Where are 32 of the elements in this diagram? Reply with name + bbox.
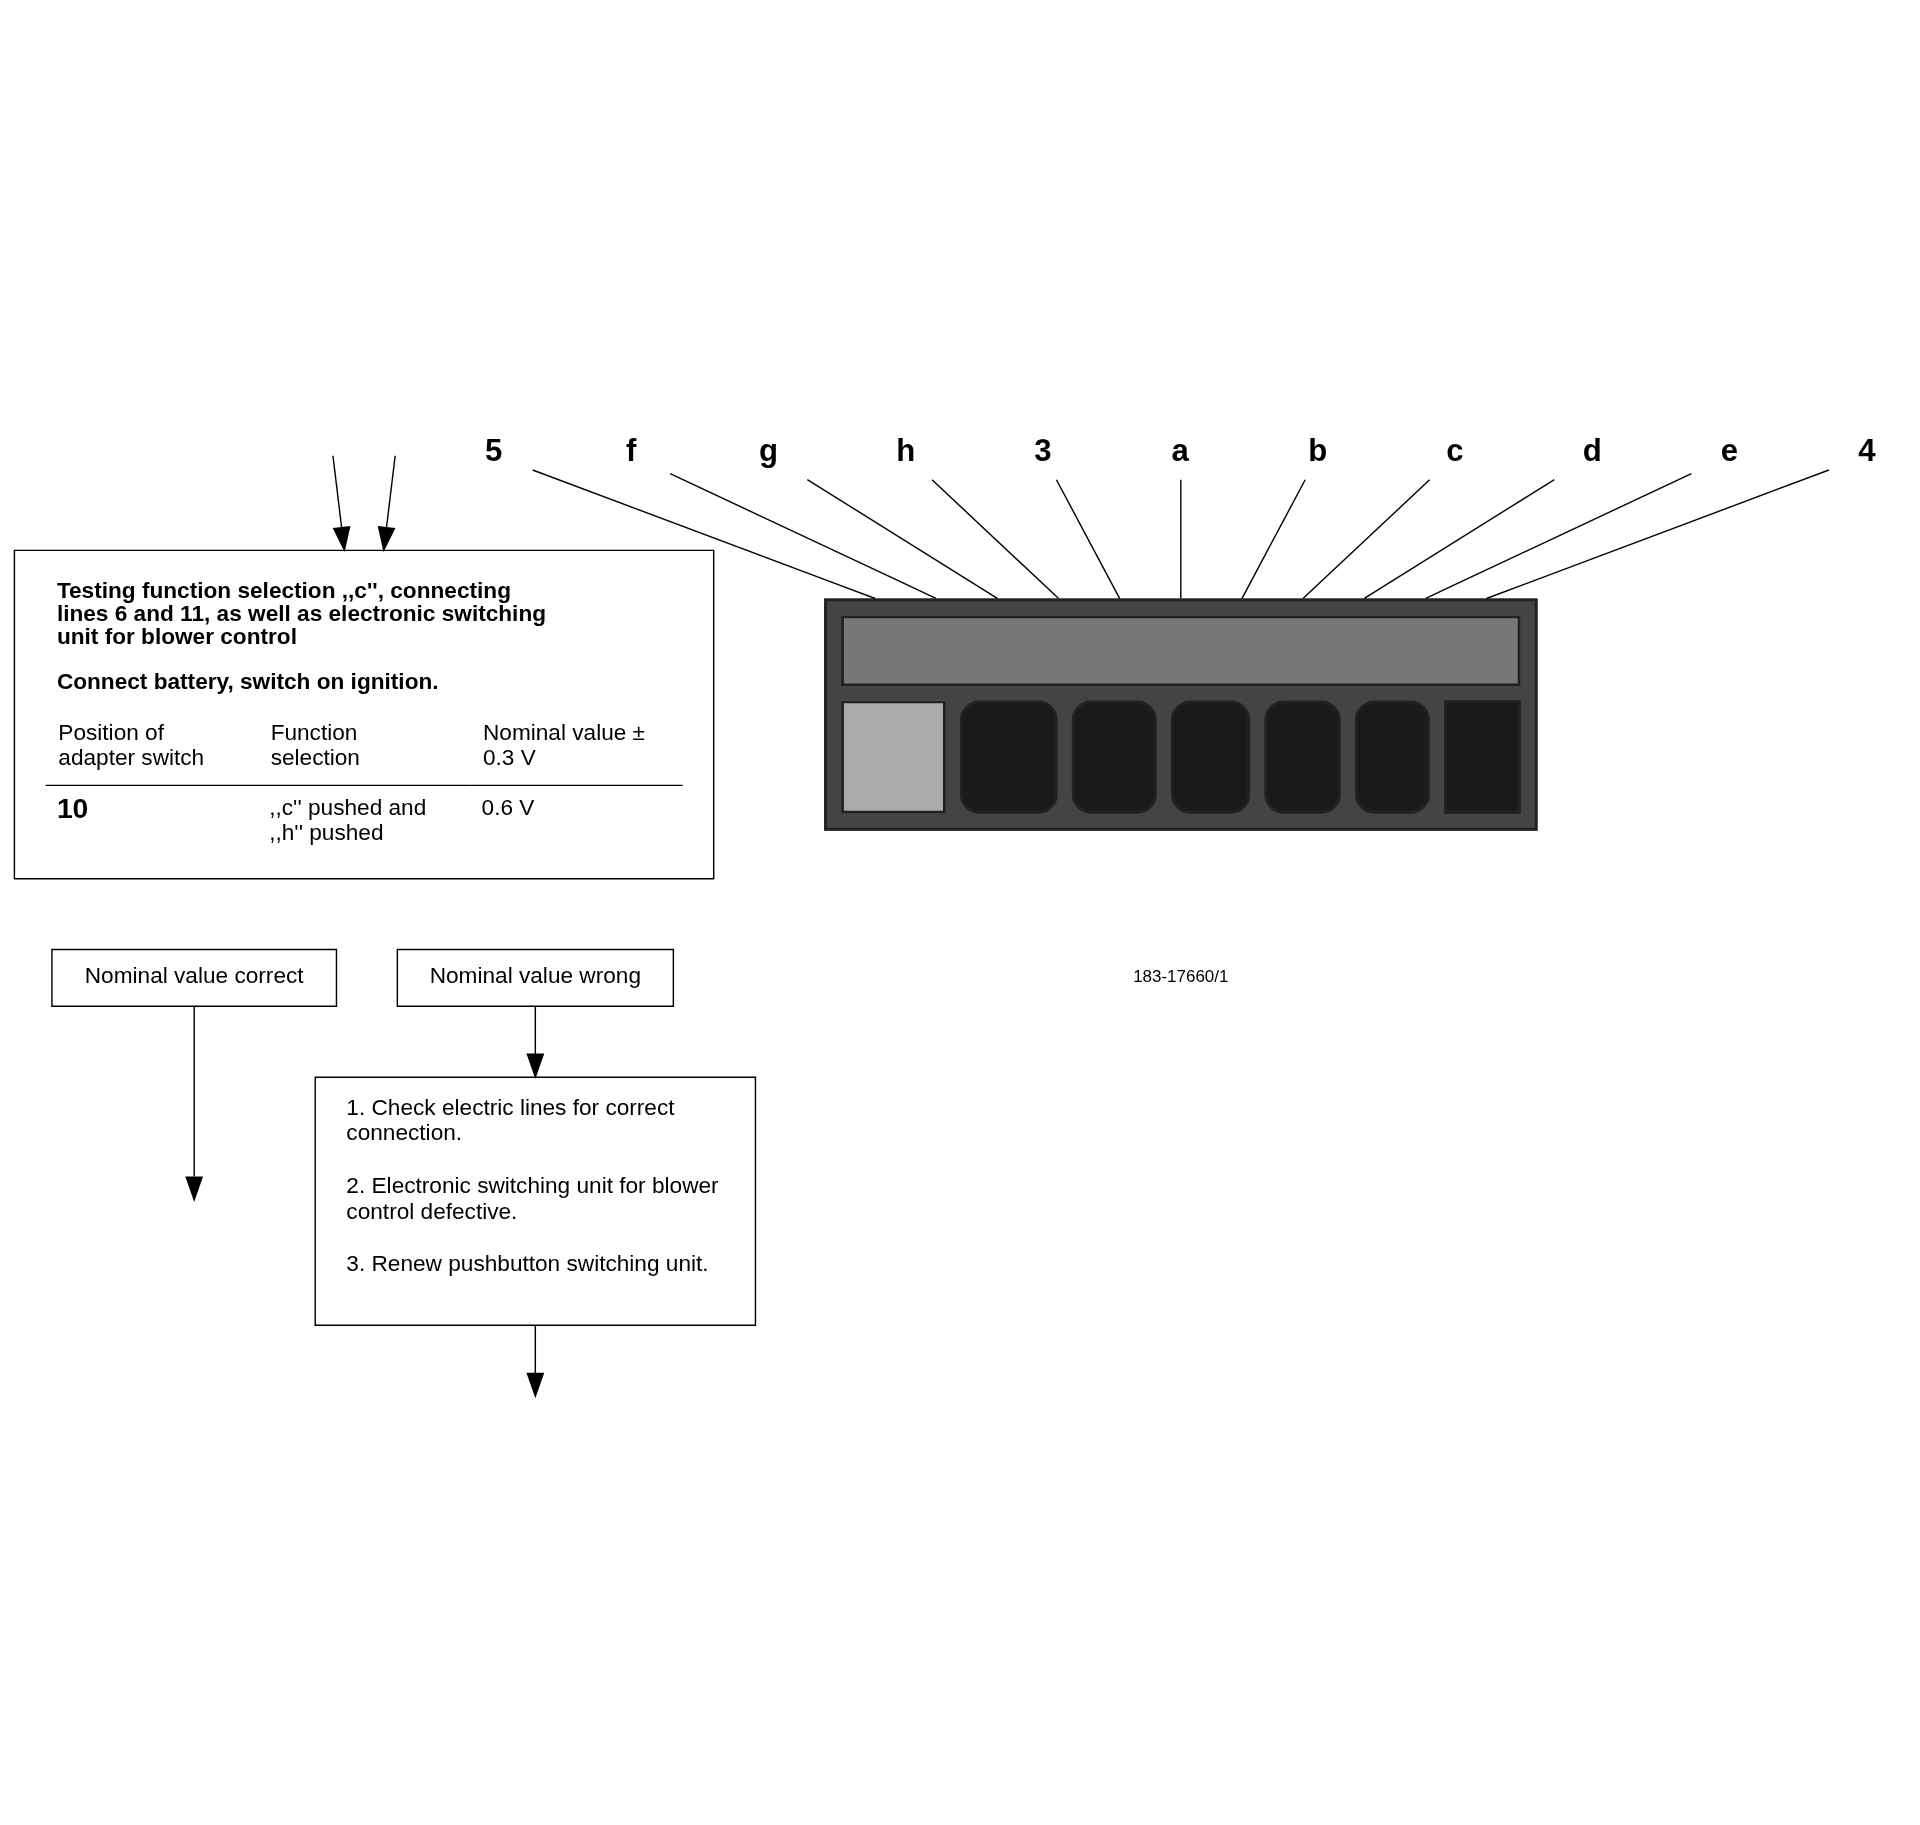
arrow: [332, 454, 351, 552]
node-box: Nominal value correct: [51, 948, 338, 1007]
connector: [1302, 478, 1431, 599]
connector: [531, 468, 876, 599]
node-text: f: [625, 432, 637, 468]
connector: [1055, 478, 1121, 599]
node-box: 1. Check electric lines for correct connection. 2. Electronic switching unit for blower control defective. 3. Renew pushbutton switching unit.: [314, 1076, 757, 1326]
connector: [1485, 468, 1830, 599]
connector: [806, 478, 998, 599]
node-text: 3: [1034, 432, 1052, 468]
node-text: e: [1720, 432, 1739, 468]
node-text: b: [1308, 432, 1328, 468]
node-text: 4: [1858, 432, 1876, 468]
arrow: [377, 454, 396, 552]
arrow: [526, 1324, 545, 1398]
node-text: a: [1171, 432, 1189, 468]
node-text: g: [758, 432, 779, 468]
connector: [1363, 478, 1556, 599]
connector: [931, 478, 1060, 599]
node-text: h: [896, 432, 916, 468]
node-text: d: [1582, 432, 1602, 468]
label: 183-17660/1: [1133, 966, 1229, 986]
node-box: Testing function selection ,,c'', connecting lines 6 and 11, as well as electronic switching unit for blower control Connect battery, switch on ignition. Position of adapter switch Function selection Nominal value ± 0.3 V 10 ,,c'' pushed and ,,h'' pushed 0.6 V: [13, 549, 715, 879]
connector: [1425, 472, 1693, 599]
arrow: [526, 1005, 545, 1079]
arrow: [185, 1005, 204, 1202]
node-text: c: [1446, 432, 1464, 468]
node-text: 5: [485, 432, 503, 468]
connector: [1180, 478, 1182, 599]
node-box: Nominal value wrong: [396, 948, 675, 1007]
connector: [669, 472, 937, 599]
connector: [1241, 478, 1306, 599]
